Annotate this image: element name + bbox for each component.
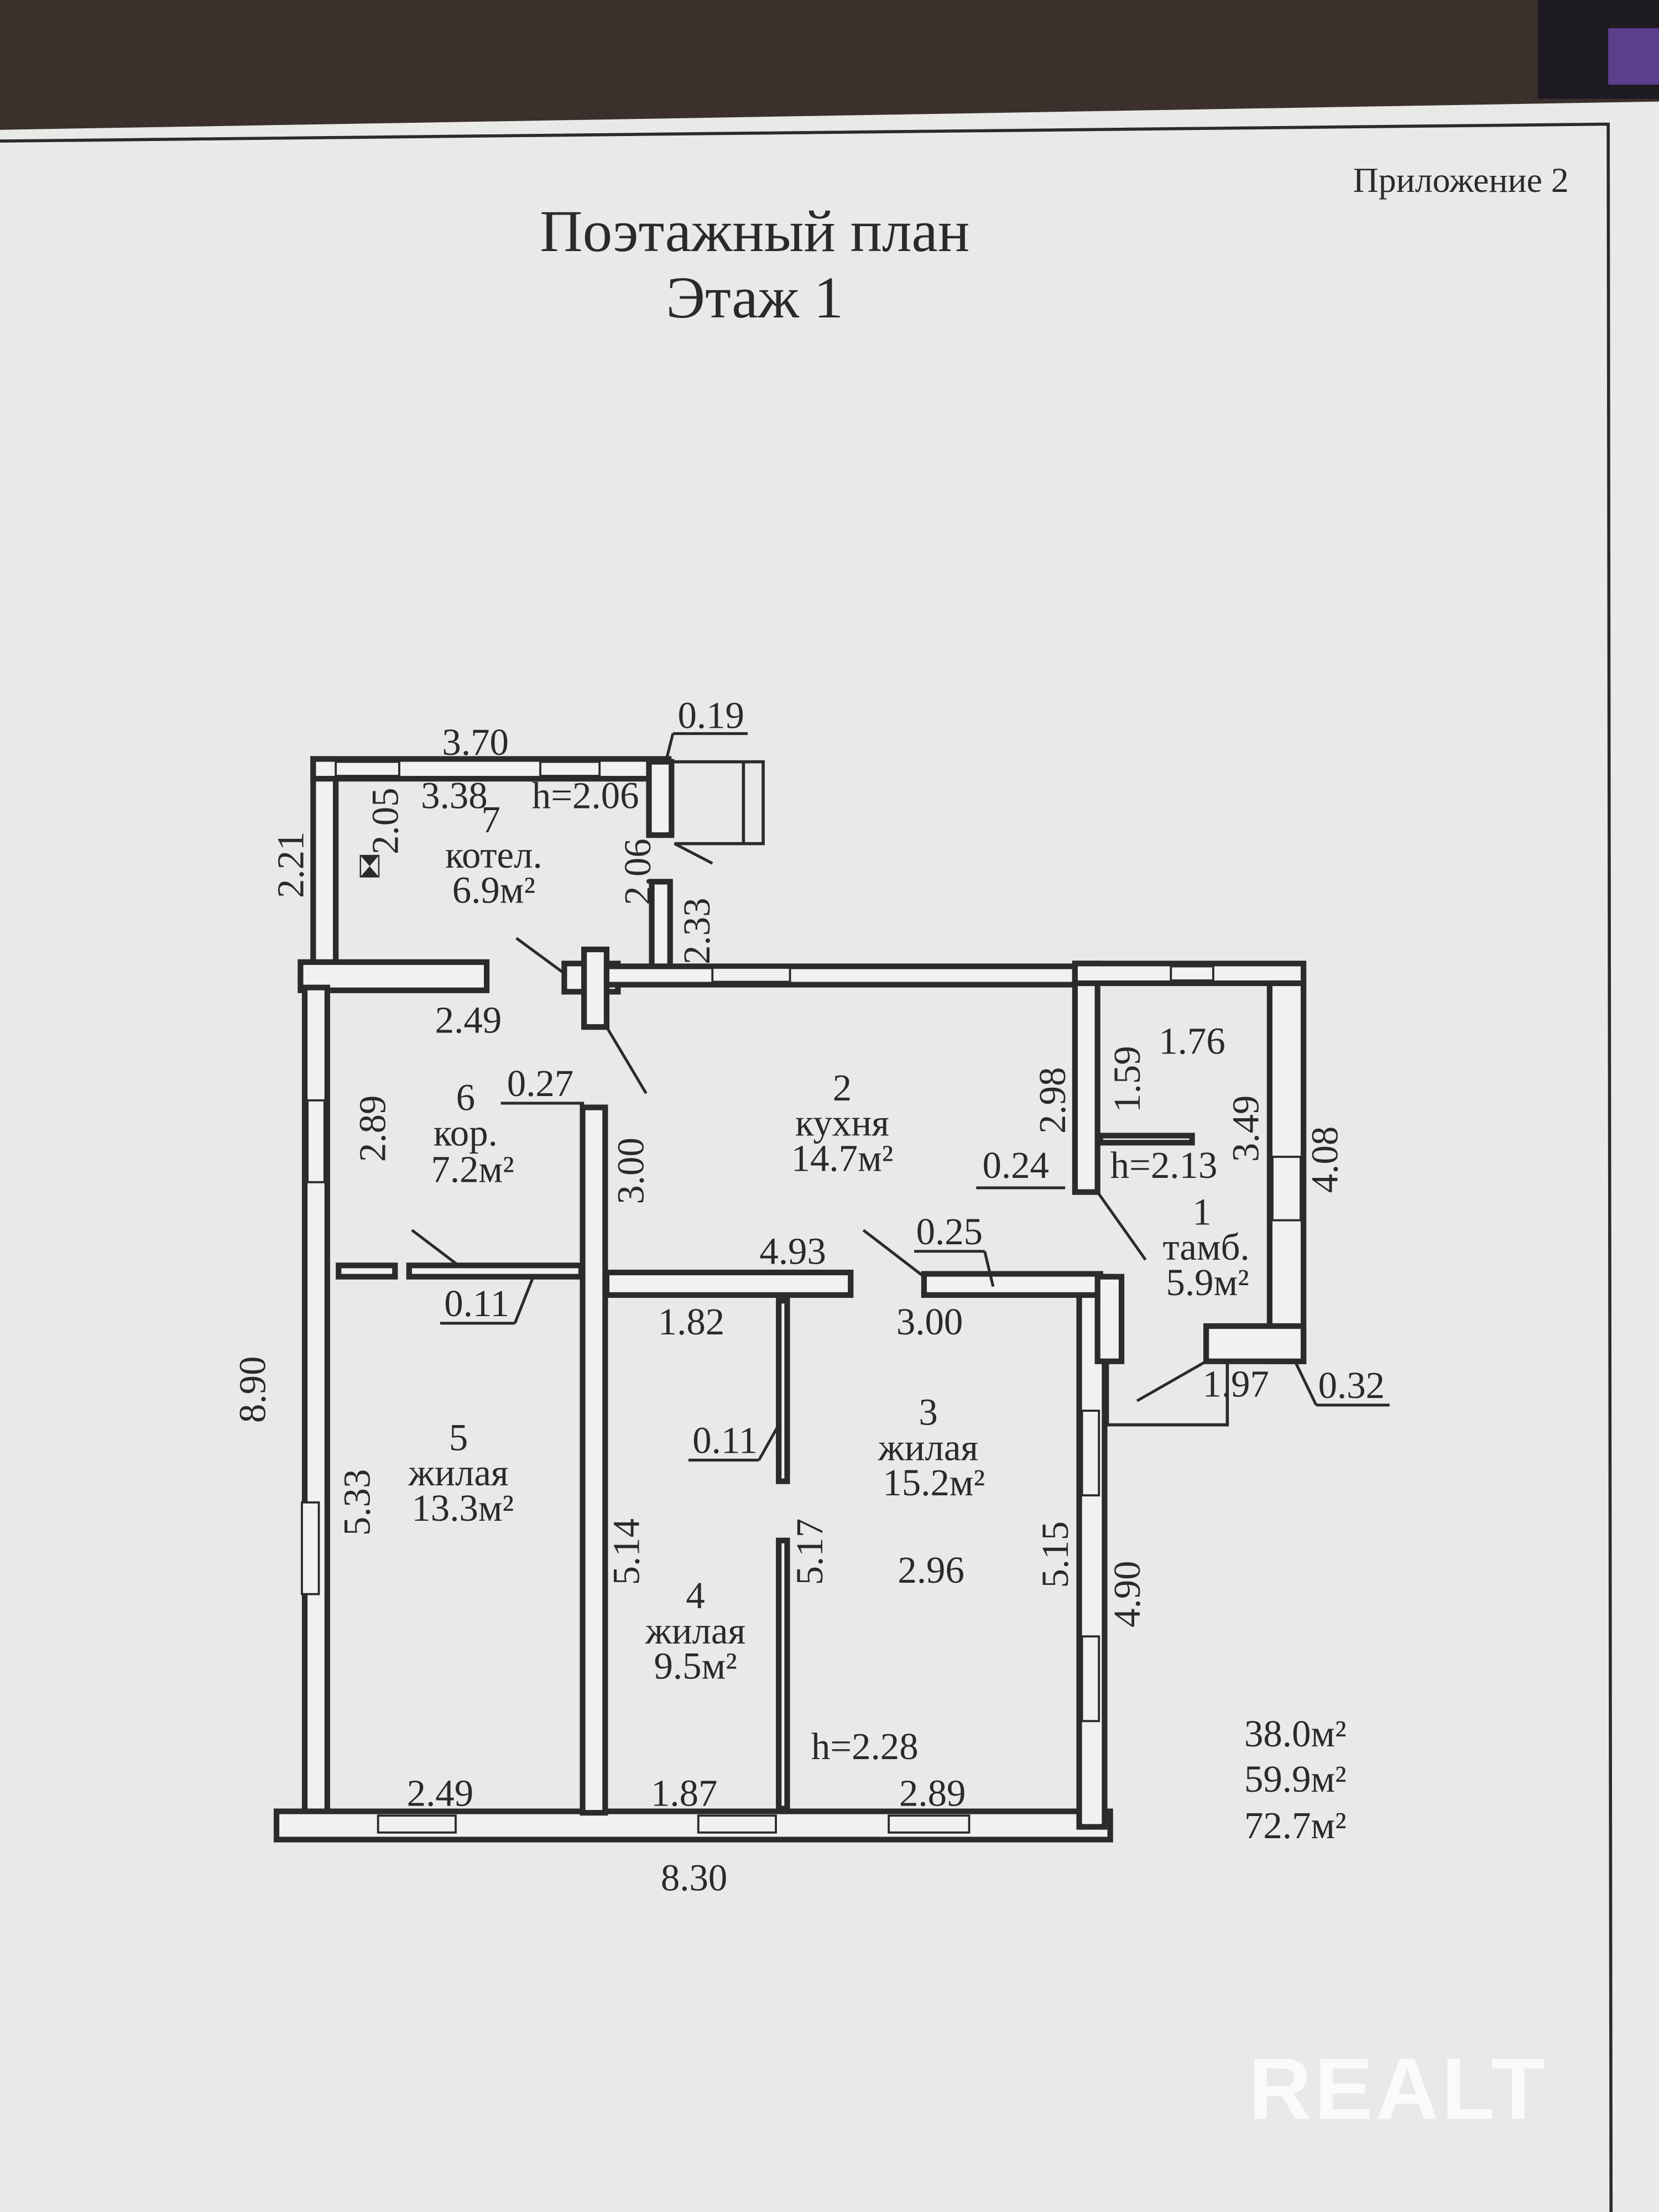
svg-text:5: 5 [449, 1416, 468, 1458]
dim-label: h=2.28 [811, 1725, 919, 1767]
dim-label: 1.76 [1159, 1020, 1225, 1062]
svg-text:3: 3 [919, 1391, 937, 1433]
dim-label: 3.49 [1225, 1095, 1267, 1162]
svg-text:7: 7 [482, 799, 500, 841]
dim-label: 2.49 [407, 1772, 474, 1814]
dim-label: 4.93 [759, 1230, 826, 1272]
dim-label: 2.06 [617, 838, 659, 905]
page-title: Поэтажный план [540, 199, 969, 264]
svg-text:4: 4 [686, 1574, 705, 1616]
dim-label: 2.49 [435, 999, 502, 1041]
svg-text:15.2м²: 15.2м² [883, 1462, 985, 1504]
svg-text:2: 2 [833, 1067, 852, 1109]
dim-label: 0.25 [916, 1211, 983, 1253]
dim-label: 2.98 [1031, 1067, 1073, 1134]
svg-text:6.9м²: 6.9м² [452, 869, 535, 911]
dim-label: 1.59 [1106, 1046, 1148, 1113]
dim-label: 0.32 [1318, 1364, 1385, 1406]
realt-watermark: REALT [1249, 2040, 1548, 2138]
dim-label: 5.14 [606, 1519, 648, 1585]
dim-label: 2.05 [364, 787, 406, 854]
dimension-labels: 3.70 0.19 3.38 h=2.06 2.21 2.05 2.06 2.3… [232, 694, 1390, 1898]
walls [273, 756, 1307, 1843]
dim-label: 3.38 [421, 775, 488, 817]
svg-text:5.9м²: 5.9м² [1166, 1261, 1249, 1303]
dim-label: 2.21 [269, 832, 311, 899]
dim-label: 0.24 [982, 1144, 1049, 1186]
dim-label: 4.08 [1303, 1126, 1345, 1193]
dim-label: 2.89 [899, 1772, 966, 1814]
total-usable-area: 59.9м² [1244, 1758, 1347, 1800]
desk-object-purple [1608, 28, 1659, 85]
dim-label: 0.19 [677, 694, 744, 736]
dim-label: 5.33 [336, 1469, 378, 1536]
svg-text:9.5м²: 9.5м² [654, 1645, 737, 1687]
dim-label: 3.00 [896, 1301, 963, 1343]
svg-text:1: 1 [1192, 1191, 1211, 1233]
dim-label: 8.30 [661, 1856, 728, 1898]
dim-label: h=2.06 [532, 775, 639, 817]
boiler-icon [359, 854, 380, 878]
svg-text:кор.: кор. [434, 1112, 498, 1154]
dim-label: 0.11 [692, 1420, 758, 1462]
dim-label: 2.89 [351, 1095, 393, 1162]
dim-label: 1.87 [651, 1772, 718, 1814]
svg-text:жилая: жилая [408, 1452, 509, 1494]
total-living-area: 38.0м² [1244, 1713, 1347, 1755]
dim-label: 2.96 [898, 1549, 964, 1591]
appendix-label: Приложение 2 [1353, 160, 1569, 200]
page-subtitle: Этаж 1 [666, 265, 843, 331]
svg-text:6: 6 [456, 1077, 475, 1119]
dim-label: 1.97 [1202, 1363, 1269, 1405]
dim-label: 3.00 [609, 1138, 651, 1204]
dim-label: 0.27 [507, 1062, 574, 1104]
door-swings [411, 842, 1207, 1402]
svg-text:жилая: жилая [645, 1610, 745, 1652]
dim-label: 4.90 [1106, 1561, 1148, 1627]
dim-label: 1.82 [658, 1301, 725, 1343]
dim-label: 5.17 [789, 1519, 831, 1585]
svg-text:14.7м²: 14.7м² [791, 1137, 894, 1179]
dim-label: 2.33 [676, 898, 718, 964]
dim-label: h=2.13 [1110, 1144, 1218, 1186]
total-area: 72.7м² [1244, 1804, 1347, 1846]
svg-text:котел.: котел. [445, 834, 542, 876]
dim-label: 3.70 [442, 721, 509, 763]
svg-text:7.2м²: 7.2м² [431, 1149, 514, 1191]
svg-text:кухня: кухня [795, 1102, 889, 1144]
page-frame [0, 122, 1613, 2212]
svg-text:тамб.: тамб. [1162, 1226, 1249, 1268]
paper-sheet [0, 101, 1659, 2212]
svg-text:13.3м²: 13.3м² [411, 1487, 514, 1529]
dim-label: 8.90 [232, 1356, 274, 1423]
dim-label: 5.15 [1034, 1521, 1076, 1588]
area-totals: 38.0м² 59.9м² 72.7м² [1244, 1713, 1347, 1846]
svg-text:жилая: жилая [878, 1426, 978, 1468]
dim-label: 0.11 [444, 1282, 509, 1324]
